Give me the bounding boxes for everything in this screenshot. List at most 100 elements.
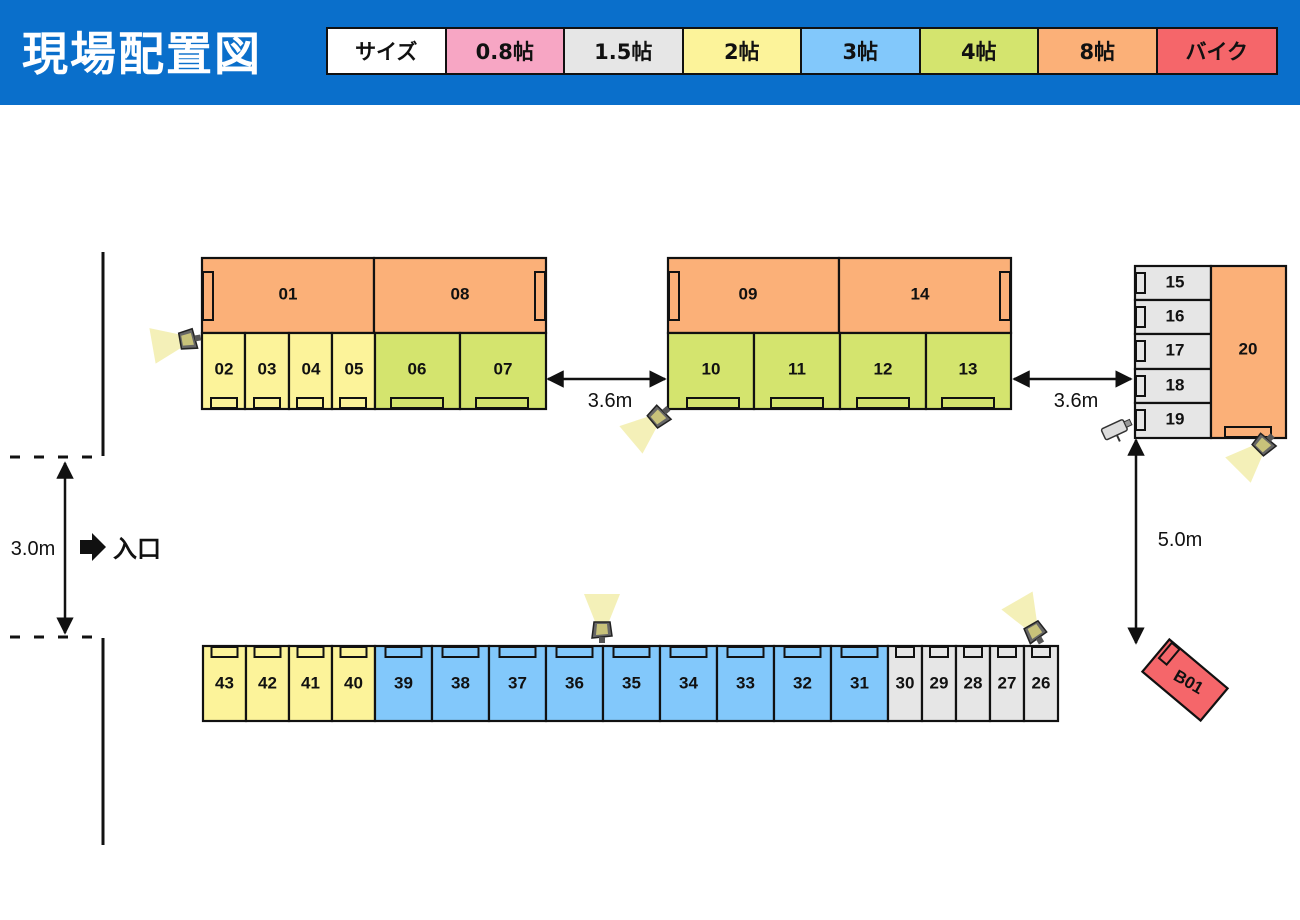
unit-label: 06 [408, 359, 427, 378]
dimension-arrows [56, 370, 1145, 645]
unit-07[interactable] [458, 331, 548, 411]
spotlight-icon [1000, 590, 1058, 653]
unit-label: 27 [998, 673, 1017, 692]
boundary-lines [10, 252, 105, 845]
unit-35[interactable] [601, 644, 662, 723]
unit-label: 04 [302, 359, 321, 378]
door-mark [895, 646, 915, 658]
unit-label: 11 [788, 359, 806, 378]
unit-label: 17 [1166, 340, 1185, 359]
unit-label: 36 [565, 673, 584, 692]
door-mark [555, 646, 594, 658]
unit-label: 40 [344, 673, 363, 692]
legend-s8: 8帖 [1039, 29, 1158, 73]
unit-label: 07 [494, 359, 513, 378]
spotlight-icon [148, 318, 205, 365]
unit-10[interactable] [666, 331, 756, 411]
door-mark [840, 646, 879, 658]
unit-01[interactable] [200, 256, 376, 335]
entrance-width-label: 3.0m [11, 538, 55, 560]
unit-20[interactable] [1209, 264, 1288, 440]
door-mark [339, 646, 368, 658]
legend-s4: 4帖 [920, 29, 1039, 73]
unit-26[interactable] [1022, 644, 1060, 723]
door-mark [669, 646, 708, 658]
door-mark [963, 646, 983, 658]
entrance-label: 入口 [113, 535, 161, 563]
unit-label: 32 [793, 673, 812, 692]
gap-a-b-label: 3.6m [588, 390, 632, 412]
door-mark [534, 271, 546, 321]
unit-label: 02 [215, 359, 234, 378]
unit-04[interactable] [287, 331, 334, 411]
unit-label: 37 [508, 673, 527, 692]
unit-label: 18 [1166, 375, 1185, 394]
door-mark [498, 646, 537, 658]
legend-s15: 1.5帖 [565, 29, 684, 73]
arrow-right-icon [80, 533, 106, 561]
door-marks [1135, 272, 1272, 438]
unit-label: 30 [896, 673, 915, 692]
unit-label: 09 [739, 284, 758, 303]
unit-label: 33 [736, 673, 755, 692]
door-mark [783, 646, 822, 658]
unit-03[interactable] [243, 331, 291, 411]
unit-label: 35 [622, 673, 641, 692]
unit-19[interactable] [1133, 401, 1213, 440]
door-mark [929, 646, 949, 658]
unit-39[interactable] [373, 644, 434, 723]
door-mark [668, 271, 680, 321]
unit-label: 20 [1239, 339, 1258, 358]
unit-label: 08 [451, 284, 470, 303]
bike-unit[interactable]: B01 [1140, 637, 1230, 723]
legend-size: サイズ [328, 29, 447, 73]
spotlight-icon [583, 593, 621, 644]
gap-b-c-label: 3.6m [1054, 390, 1098, 412]
unit-40[interactable] [330, 644, 377, 723]
door-mark [1157, 641, 1181, 666]
unit-label: 42 [258, 673, 277, 692]
unit-label: 29 [930, 673, 949, 692]
unit-b01[interactable] [1140, 637, 1230, 723]
unit-label: 12 [874, 359, 893, 378]
door-marks [686, 397, 995, 409]
unit-label: 39 [394, 673, 413, 692]
unit-28[interactable] [954, 644, 992, 723]
unit-label: 43 [215, 673, 234, 692]
unit-label: 41 [301, 673, 320, 692]
unit-13[interactable] [924, 331, 1013, 411]
security-camera-icon [1100, 418, 1133, 442]
door-mark [384, 646, 423, 658]
unit-label: 31 [850, 673, 869, 692]
unit-06[interactable] [373, 331, 462, 411]
unit-11[interactable] [752, 331, 842, 411]
unit-31[interactable] [829, 644, 890, 723]
unit-37[interactable] [487, 644, 548, 723]
unit-32[interactable] [772, 644, 833, 723]
unit-label: 28 [964, 673, 983, 692]
block-b: 09 14 10 11 12 13 [666, 256, 1013, 411]
unit-02[interactable] [200, 331, 247, 411]
unit-label: 14 [911, 284, 930, 303]
door-marks [210, 397, 529, 409]
legend-s3: 3帖 [802, 29, 921, 73]
door-mark [612, 646, 651, 658]
unit-41[interactable] [287, 644, 334, 723]
door-mark [999, 271, 1011, 321]
door-mark [441, 646, 480, 658]
unit-29[interactable] [920, 644, 958, 723]
unit-label: 10 [702, 359, 721, 378]
door-mark [210, 646, 239, 658]
door-mark [253, 646, 282, 658]
door-mark [726, 646, 765, 658]
entrance-marker: 入口 [80, 533, 161, 563]
unit-label: 16 [1166, 306, 1185, 325]
legend-s2: 2帖 [683, 29, 802, 73]
door-mark [296, 646, 325, 658]
unit-label: 38 [451, 673, 470, 692]
page-title: 現場配置図 [22, 27, 262, 81]
unit-09[interactable] [666, 256, 841, 335]
unit-label: 26 [1032, 673, 1051, 692]
